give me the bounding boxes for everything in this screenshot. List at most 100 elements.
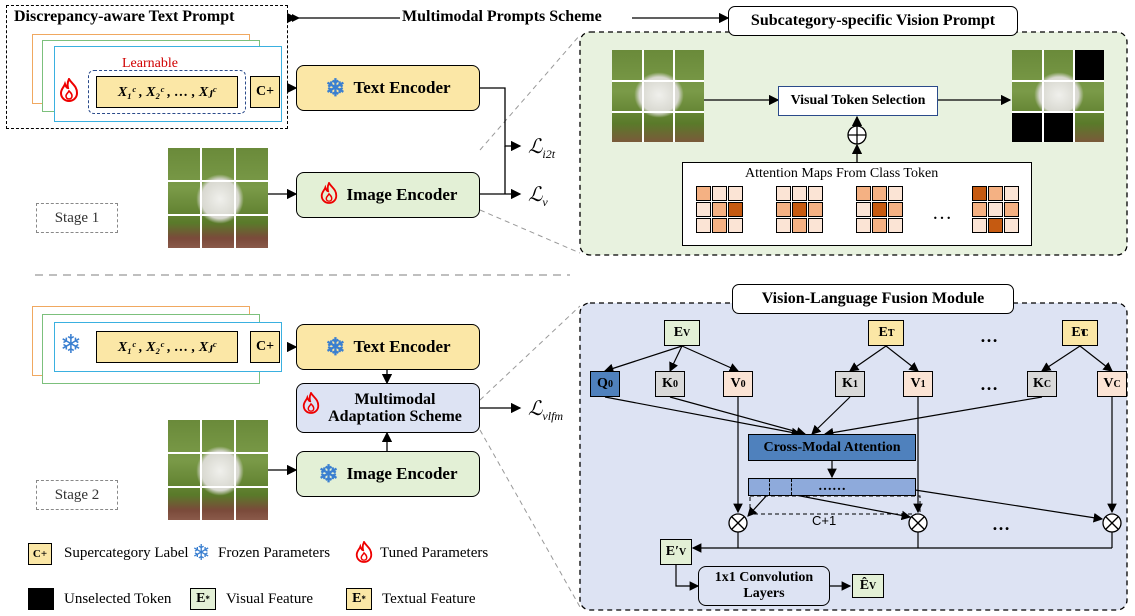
token-sequence: X₁ᶜ , X₂ᶜ , … , Xⱼᶜ [96, 331, 238, 363]
attention-cell [728, 202, 743, 217]
snowflake-icon: ❄ [325, 75, 346, 102]
legend-supercategory: Supercategory Label [64, 545, 189, 561]
attention-cell [792, 186, 807, 201]
attention-cell [872, 186, 887, 201]
zoom-line [479, 34, 581, 151]
bird-image-input [612, 50, 704, 142]
loss-v: ℒv [528, 184, 548, 209]
stage1-label: Stage 1 [36, 203, 118, 233]
ellipsis: … [980, 374, 998, 394]
attention-cell [888, 202, 903, 217]
learnable-group [88, 70, 246, 114]
image-encoder-stage1: Image Encoder [296, 172, 480, 218]
conv-layers-box: 1x1 Convolution Layers [698, 566, 830, 606]
zoom-line [479, 429, 581, 608]
legend-visual: Visual Feature [226, 591, 313, 607]
subcategory-title: Subcategory-specific Vision Prompt [728, 6, 1018, 36]
attention-cell [988, 186, 1003, 201]
multimodal-adaptation-box: Multimodal Adaptation Scheme [296, 383, 480, 433]
legend-tuned: Tuned Parameters [380, 545, 489, 561]
attention-cell [872, 218, 887, 233]
multiply-operator-icon [728, 513, 748, 533]
multimodal-adaptation-label: Multimodal Adaptation Scheme [328, 391, 462, 425]
attention-cell [696, 186, 711, 201]
attention-cell [712, 202, 727, 217]
attention-cell [856, 218, 871, 233]
unselected-token [1074, 50, 1104, 80]
attention-cell [856, 202, 871, 217]
attention-cell [1004, 186, 1019, 201]
attention-cell [808, 202, 823, 217]
attention-cell [872, 202, 887, 217]
image-encoder-label: Image Encoder [346, 185, 458, 204]
attention-cell [808, 186, 823, 201]
unselected-token [1043, 112, 1073, 142]
legend-unselected-swatch [28, 588, 54, 610]
snowflake-icon: ❄ [325, 334, 346, 361]
flame-icon [58, 76, 80, 103]
c-plus-1-label: C+1 [812, 513, 837, 528]
attention-cell [972, 202, 987, 217]
attention-cell [856, 186, 871, 201]
bird-image-selected [1012, 50, 1104, 142]
attention-cell [988, 218, 1003, 233]
attention-cell [1004, 202, 1019, 217]
legend-textual: Textual Feature [382, 591, 476, 607]
attention-cell [712, 218, 727, 233]
attention-sequence: …… [748, 478, 916, 496]
legend-visual-swatch: E* [190, 588, 216, 610]
flame-icon [319, 180, 339, 209]
zoom-line [479, 209, 581, 254]
legend-unselected: Unselected Token [64, 591, 172, 607]
multimodal-scheme-label: Multimodal Prompts Scheme [402, 8, 602, 25]
snowflake-icon: ❄ [192, 540, 211, 565]
sequence-dots: …… [818, 479, 846, 494]
attention-cell [776, 218, 791, 233]
zoom-line [479, 305, 581, 401]
attention-maps-label: Attention Maps From Class Token [745, 166, 939, 181]
attention-cell [712, 186, 727, 201]
text-encoder-stage1: ❄ Text Encoder [296, 65, 480, 111]
attention-cell [776, 202, 791, 217]
text-encoder-label: Text Encoder [353, 78, 451, 97]
image-encoder-label: Image Encoder [346, 464, 458, 483]
unselected-token [1012, 112, 1042, 142]
attention-cell [792, 202, 807, 217]
token-sequence: X₁ᶜ , X₂ᶜ , … , Xⱼᶜ [96, 76, 238, 108]
snowflake-icon: ❄ [318, 461, 339, 488]
attention-cell [808, 218, 823, 233]
bird-image-stage2 [168, 420, 268, 520]
legend-frozen: Frozen Parameters [218, 545, 331, 561]
snowflake-icon: ❄ [60, 330, 82, 359]
bird-image-stage1 [168, 148, 268, 248]
attention-cell [888, 186, 903, 201]
learnable-label: Learnable [122, 56, 178, 71]
cplus-token: C+ [250, 76, 280, 108]
loss-vlfm: ℒvlfm [528, 398, 564, 423]
discrepancy-text-prompt-box [6, 5, 288, 129]
attention-ellipsis: … [932, 202, 952, 224]
cross-modal-label: Cross-Modal Attention [763, 439, 901, 455]
attention-cell [728, 218, 743, 233]
legend-cplus-swatch: C+ [28, 543, 52, 565]
fusion-title: Vision-Language Fusion Module [732, 284, 1014, 314]
attention-cell [728, 186, 743, 201]
visual-token-selection-box: Visual Token Selection [778, 86, 938, 116]
attention-cell [776, 186, 791, 201]
attention-cell [972, 218, 987, 233]
visual-token-selection-label: Visual Token Selection [790, 93, 926, 108]
ev-prime-node: E′V [660, 539, 692, 565]
attention-cell [888, 218, 903, 233]
flame-icon [354, 540, 374, 568]
text-encoder-label: Text Encoder [353, 337, 451, 356]
loss-i2t: ℒi2t [528, 136, 556, 161]
image-encoder-stage2: ❄ Image Encoder [296, 451, 480, 497]
attention-cell [696, 202, 711, 217]
